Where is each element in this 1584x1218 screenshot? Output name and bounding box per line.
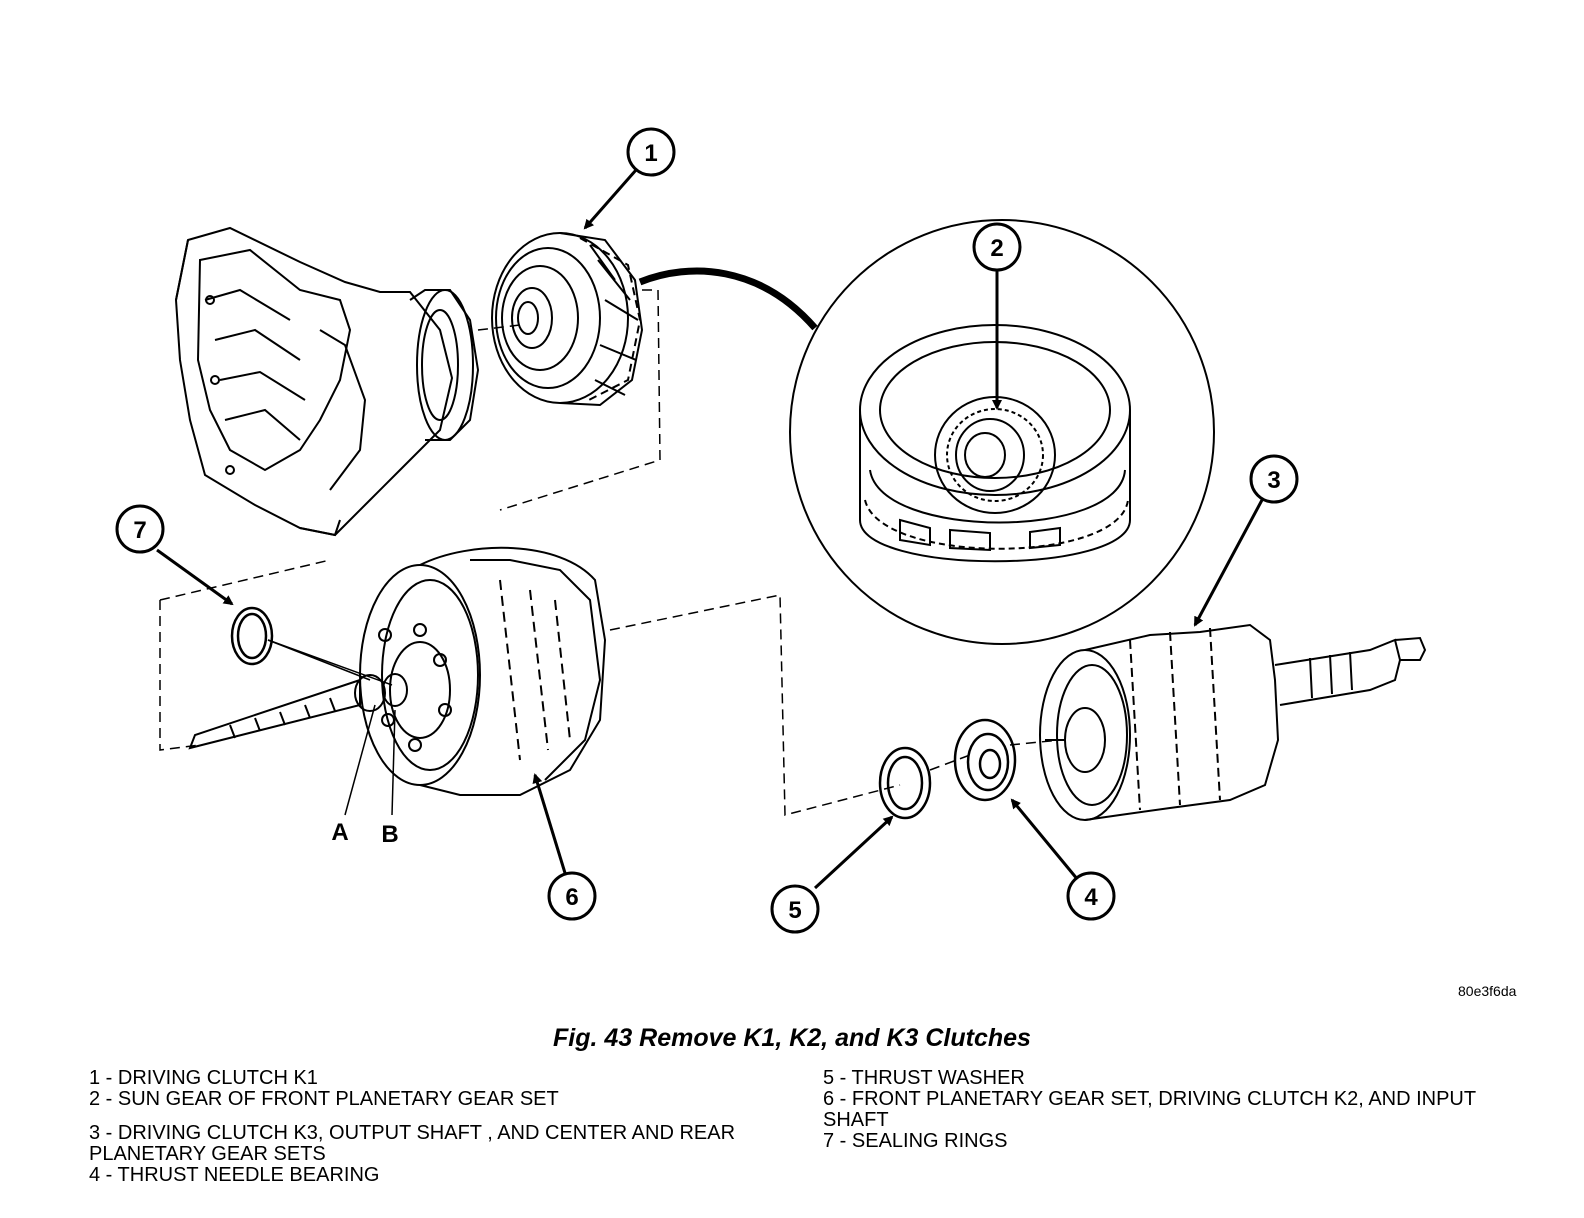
alignment-lines xyxy=(159,289,1061,816)
legend-right-column: 5 - THRUST WASHER 6 - FRONT PLANETARY GE… xyxy=(823,1068,1513,1152)
legend-item-5: 5 - THRUST WASHER xyxy=(823,1067,1025,1089)
thrust-needle-bearing xyxy=(953,718,1017,802)
callout-4: 4 xyxy=(1066,871,1116,921)
legend-item-2: 2 - SUN GEAR OF FRONT PLANETARY GEAR SET xyxy=(89,1088,559,1110)
legend-item-6: 6 - FRONT PLANETARY GEAR SET, DRIVING CL… xyxy=(823,1088,1476,1131)
svg-text:7: 7 xyxy=(133,517,146,544)
sealing-ring xyxy=(230,606,274,666)
detail-circle xyxy=(789,219,1215,645)
label-a: A xyxy=(331,819,348,846)
callout-1: 1 xyxy=(626,127,676,177)
front-planetary-k2-input-shaft xyxy=(188,546,607,796)
callout-6: 6 xyxy=(547,871,597,921)
figure-title: Fig. 43 Remove K1, K2, and K3 Clutches xyxy=(553,1024,1031,1052)
callout-arrows xyxy=(156,169,1264,890)
svg-text:3: 3 xyxy=(1267,467,1280,494)
legend-item-7: 7 - SEALING RINGS xyxy=(823,1130,1008,1152)
legend-item-4: 4 - THRUST NEEDLE BEARING xyxy=(89,1164,380,1186)
sealing-ring-pointers xyxy=(267,639,393,686)
callout-7: 7 xyxy=(115,504,165,554)
figure-code: 80e3f6da xyxy=(1458,983,1517,999)
thrust-washer xyxy=(878,746,932,820)
legend-item-1: 1 - DRIVING CLUTCH K1 xyxy=(89,1067,318,1089)
legend-item-3: 3 - DRIVING CLUTCH K3, OUTPUT SHAFT , AN… xyxy=(89,1122,736,1165)
callout-3: 3 xyxy=(1249,454,1299,504)
svg-text:4: 4 xyxy=(1084,884,1098,911)
legend-left-column: 1 - DRIVING CLUTCH K1 2 - SUN GEAR OF FR… xyxy=(89,1068,779,1186)
driving-clutch-k1 xyxy=(491,232,644,407)
driving-clutch-k3-output-shaft xyxy=(1039,623,1427,821)
letter-pointers xyxy=(344,704,396,816)
transmission-housing xyxy=(174,226,480,537)
svg-text:2: 2 xyxy=(990,235,1003,262)
detail-connector xyxy=(638,267,818,331)
svg-text:1: 1 xyxy=(644,140,657,167)
svg-text:5: 5 xyxy=(788,897,801,924)
svg-text:6: 6 xyxy=(565,884,578,911)
callout-5: 5 xyxy=(770,884,820,934)
label-b: B xyxy=(381,821,398,848)
callout-2: 2 xyxy=(972,222,1022,272)
exploded-view-diagram: 1 2 3 4 5 6 7 A B xyxy=(115,127,1427,934)
